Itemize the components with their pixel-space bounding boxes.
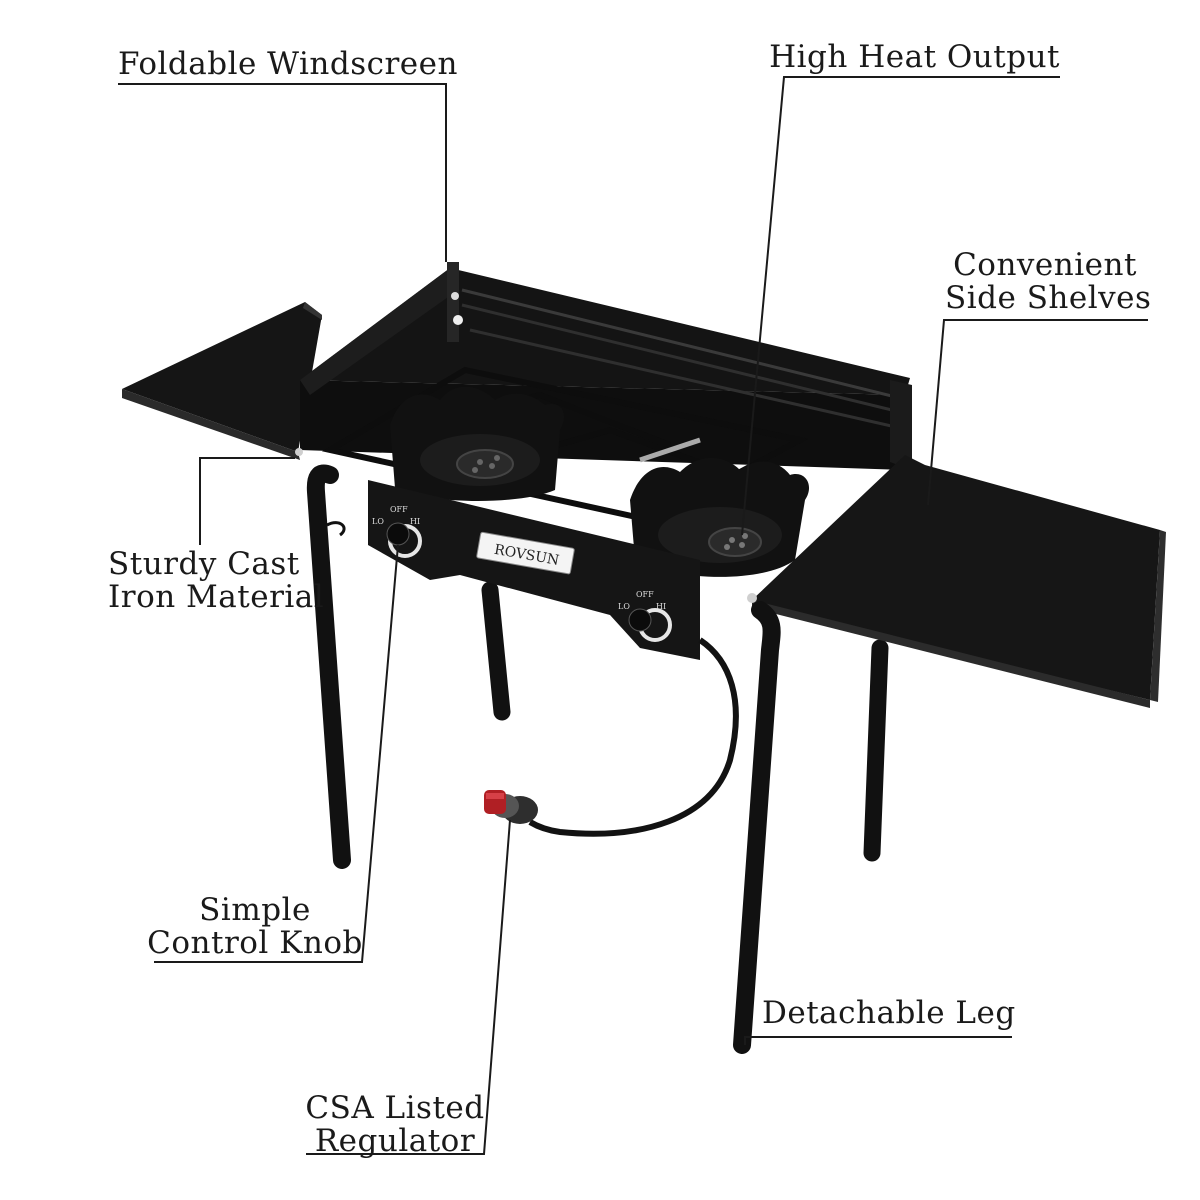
right-knob-hi-label: HI — [656, 602, 666, 611]
callout-cast-iron-line-1: Sturdy Cast — [108, 546, 300, 582]
callout-regulator-line-1: CSA Listed — [305, 1090, 485, 1126]
callout-foldable-windscreen: Foldable Windscreen — [118, 48, 458, 81]
callout-leg-line-1: Detachable Leg — [762, 995, 1016, 1031]
callout-shelves-line-1: Convenient — [953, 247, 1137, 283]
left-knob-off-label: OFF — [390, 505, 408, 514]
callout-knob-line-1: Simple — [199, 892, 311, 928]
right-knob-off-label: OFF — [636, 590, 654, 599]
right-burner — [630, 437, 810, 577]
callout-high-heat-output: High Heat Output — [760, 41, 1060, 74]
callout-control-knob: Simple Control Knob — [145, 894, 365, 960]
callout-side-shelves: Convenient Side Shelves — [945, 247, 1152, 316]
left-knob-lo-label: LO — [372, 517, 384, 526]
callout-windscreen-line-1: Foldable Windscreen — [118, 46, 458, 82]
left-control-knob[interactable]: OFF HI LO — [372, 505, 422, 558]
callout-cast-iron: Sturdy Cast Iron Material — [108, 546, 325, 615]
callout-shelves-line-2: Side Shelves — [945, 280, 1152, 316]
callout-detachable-leg: Detachable Leg — [762, 997, 1016, 1030]
gas-hose — [528, 637, 739, 837]
left-burner — [390, 386, 565, 502]
back-legs — [481, 581, 889, 862]
callout-regulator-line-2: Regulator — [314, 1123, 476, 1159]
callout-cast-iron-line-2: Iron Material — [108, 579, 325, 615]
regulator[interactable] — [484, 790, 538, 824]
callout-knob-line-2: Control Knob — [147, 925, 363, 961]
left-side-shelf — [122, 302, 322, 460]
callout-heat-line-1: High Heat Output — [769, 39, 1060, 75]
right-side-shelf — [747, 455, 1166, 708]
front-legs — [306, 464, 781, 1054]
brand-plate — [476, 531, 575, 575]
callout-regulator: CSA Listed Regulator — [300, 1092, 490, 1158]
left-knob-hi-label: HI — [410, 517, 420, 526]
right-control-knob[interactable]: OFF HI LO — [618, 590, 672, 642]
right-knob-lo-label: LO — [618, 602, 630, 611]
callout-leader-lines — [118, 76, 1148, 1155]
control-panel: ROVSUN — [368, 480, 700, 660]
